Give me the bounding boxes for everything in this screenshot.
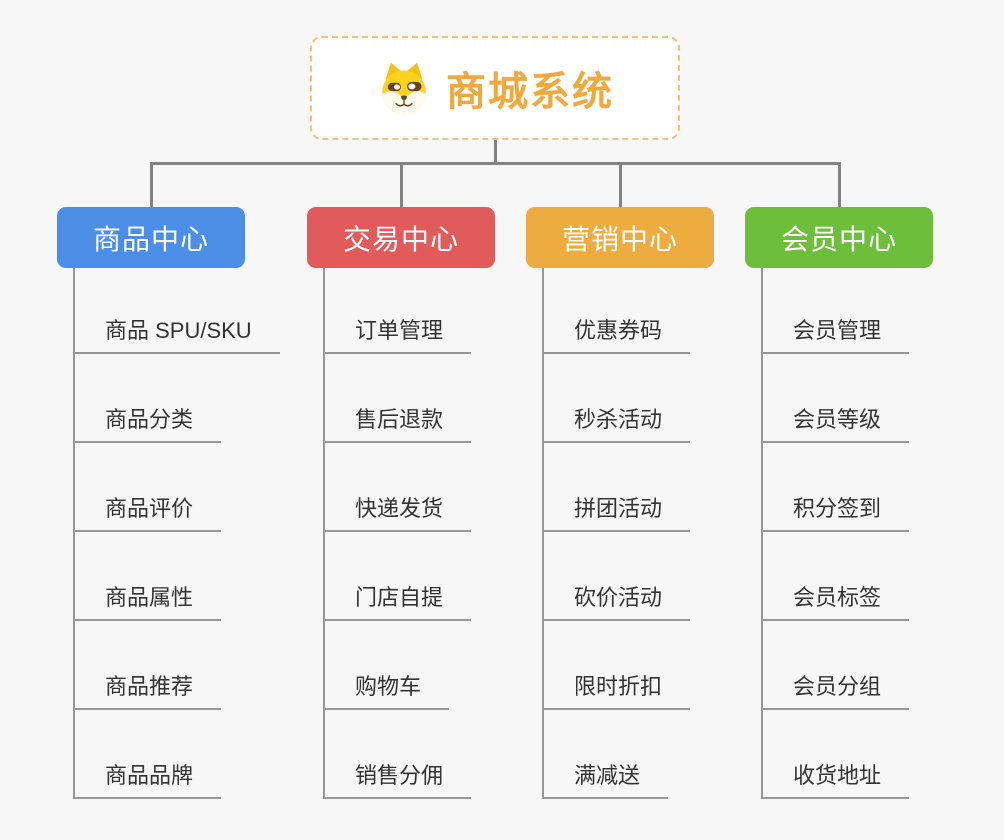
child-topic-product-center-4[interactable]: 商品推荐 — [73, 666, 222, 710]
connector-drop-product-center — [149, 162, 153, 207]
branch-node-label: 营销中心 — [561, 223, 678, 255]
child-topic-member-center-3[interactable]: 会员标签 — [761, 577, 910, 621]
child-topic-trade-center-0[interactable]: 订单管理 — [323, 310, 472, 354]
branch-node-label: 会员中心 — [780, 223, 897, 255]
child-topic-marketing-center-5[interactable]: 满减送 — [542, 755, 669, 799]
branch-node-trade-center[interactable]: 交易中心 — [307, 207, 495, 268]
child-topic-member-center-0[interactable]: 会员管理 — [761, 310, 910, 354]
connector-drop-marketing-center — [618, 162, 622, 207]
child-topic-product-center-3[interactable]: 商品属性 — [73, 577, 222, 621]
branch-spine-trade-center — [323, 268, 325, 799]
child-topic-product-center-0[interactable]: 商品 SPU/SKU — [73, 310, 280, 354]
connector-drop-member-center — [837, 162, 841, 207]
root-topic-label: 商城系统 — [446, 70, 614, 114]
child-topic-trade-center-3[interactable]: 门店自提 — [323, 577, 472, 621]
child-topic-trade-center-2[interactable]: 快递发货 — [323, 488, 472, 532]
branch-node-label: 交易中心 — [342, 223, 459, 255]
child-topic-member-center-1[interactable]: 会员等级 — [761, 399, 910, 443]
root-topic[interactable]: 商城系统 — [310, 36, 680, 140]
branch-node-product-center[interactable]: 商品中心 — [57, 207, 245, 268]
branch-node-marketing-center[interactable]: 营销中心 — [526, 207, 714, 268]
connector-bus — [149, 162, 841, 165]
child-topic-member-center-5[interactable]: 收货地址 — [761, 755, 910, 799]
child-topic-product-center-1[interactable]: 商品分类 — [73, 399, 222, 443]
connector-root-stem — [493, 140, 497, 165]
child-topic-trade-center-5[interactable]: 销售分佣 — [323, 755, 472, 799]
branch-spine-marketing-center — [542, 268, 544, 799]
child-topic-marketing-center-0[interactable]: 优惠券码 — [542, 310, 691, 354]
branch-node-member-center[interactable]: 会员中心 — [745, 207, 933, 268]
child-topic-member-center-2[interactable]: 积分签到 — [761, 488, 910, 532]
child-topic-product-center-5[interactable]: 商品品牌 — [73, 755, 222, 799]
branch-spine-product-center — [73, 268, 75, 799]
branch-spine-member-center — [761, 268, 763, 799]
connector-drop-trade-center — [399, 162, 403, 207]
child-topic-trade-center-1[interactable]: 售后退款 — [323, 399, 472, 443]
child-topic-trade-center-4[interactable]: 购物车 — [323, 666, 450, 710]
child-topic-marketing-center-1[interactable]: 秒杀活动 — [542, 399, 691, 443]
child-topic-product-center-2[interactable]: 商品评价 — [73, 488, 222, 532]
child-topic-marketing-center-3[interactable]: 砍价活动 — [542, 577, 691, 621]
dog-face-icon — [376, 60, 432, 116]
child-topic-member-center-4[interactable]: 会员分组 — [761, 666, 910, 710]
child-topic-marketing-center-2[interactable]: 拼团活动 — [542, 488, 691, 532]
child-topic-marketing-center-4[interactable]: 限时折扣 — [542, 666, 691, 710]
branch-node-label: 商品中心 — [92, 223, 209, 255]
